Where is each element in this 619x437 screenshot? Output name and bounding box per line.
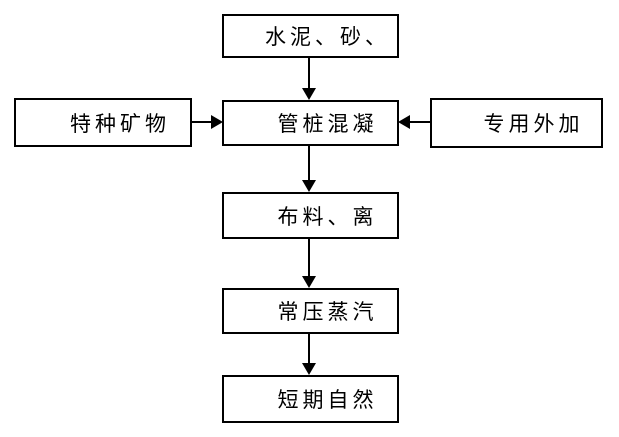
flow-node-fabric: 布料、离	[222, 192, 399, 239]
flow-node-mineral-label: 特种矿物	[70, 111, 170, 136]
arrow-right-icon	[192, 115, 223, 129]
arrow-down-icon	[302, 146, 316, 192]
flow-node-concrete: 管桩混凝	[222, 100, 399, 146]
flow-node-mineral: 特种矿物	[14, 98, 192, 147]
flow-node-steam: 常压蒸汽	[222, 288, 399, 334]
flow-node-cure-label: 短期自然	[277, 388, 378, 412]
flow-node-fabric-label: 布料、离	[277, 204, 378, 229]
arrow-left-icon	[398, 115, 430, 129]
arrow-down-icon	[302, 334, 316, 375]
arrow-down-icon	[302, 239, 316, 288]
arrow-down-icon	[302, 58, 316, 100]
flow-node-concrete-label: 管桩混凝	[277, 112, 378, 136]
flow-node-additive-label: 专用外加	[483, 112, 584, 136]
flow-node-cure: 短期自然	[222, 375, 399, 423]
flow-node-additive: 专用外加	[430, 98, 603, 148]
flow-node-materials-label: 水泥、砂、	[265, 25, 390, 49]
flow-node-steam-label: 常压蒸汽	[277, 300, 378, 324]
flow-node-materials: 水泥、砂、	[222, 14, 399, 58]
